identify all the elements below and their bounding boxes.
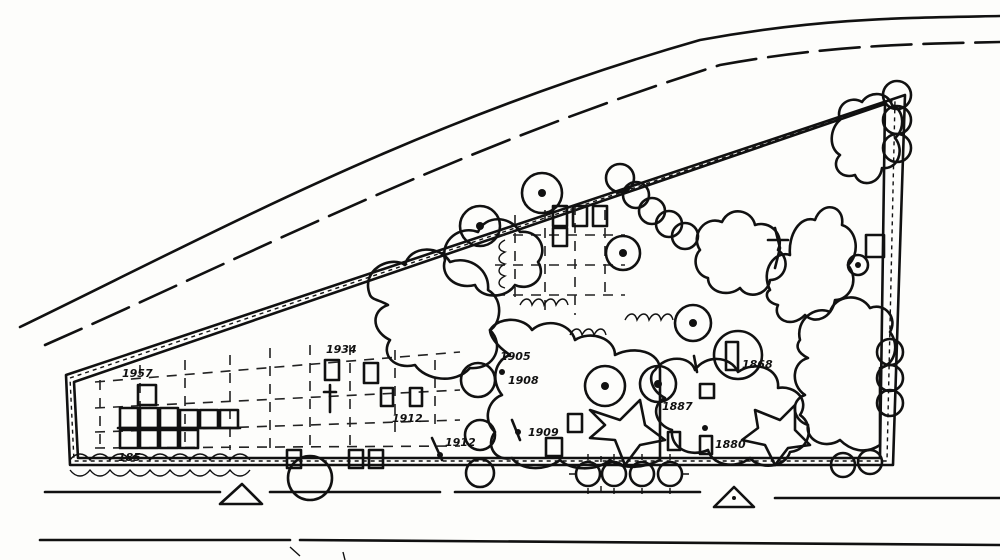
label-1957: 1957	[122, 367, 153, 380]
label-1934: 1934	[326, 343, 357, 356]
plot-grid-north	[495, 205, 625, 315]
hedge-loops	[498, 239, 674, 338]
label-1912-south: 1912	[445, 436, 476, 449]
label-1880: 1880	[715, 438, 746, 451]
label-1868: 1868	[742, 358, 773, 371]
bottom-border-shrubs	[69, 453, 251, 477]
label-185: 185	[118, 451, 141, 464]
grave-block-1957	[116, 383, 242, 450]
star-beds	[588, 398, 812, 467]
entrance-markers	[218, 482, 756, 509]
year-labels: 1957 1934 1905 1908 1868 1912 1887 1909 …	[118, 343, 773, 464]
plot-grid-west	[94, 345, 461, 450]
tree-rows	[286, 79, 913, 502]
cross-markers	[322, 226, 790, 462]
label-1909: 1909	[528, 426, 559, 439]
tree-canopies	[366, 92, 904, 470]
grave-markers	[116, 204, 886, 470]
label-1887: 1887	[662, 400, 693, 413]
road-lines	[18, 14, 1000, 347]
label-1908: 1908	[508, 374, 539, 387]
specimen-trees	[458, 171, 870, 408]
label-1912-north: 1912	[392, 412, 423, 425]
label-1905: 1905	[500, 350, 531, 363]
spiky-tree-row	[569, 454, 689, 494]
street-lines	[38, 490, 1000, 560]
